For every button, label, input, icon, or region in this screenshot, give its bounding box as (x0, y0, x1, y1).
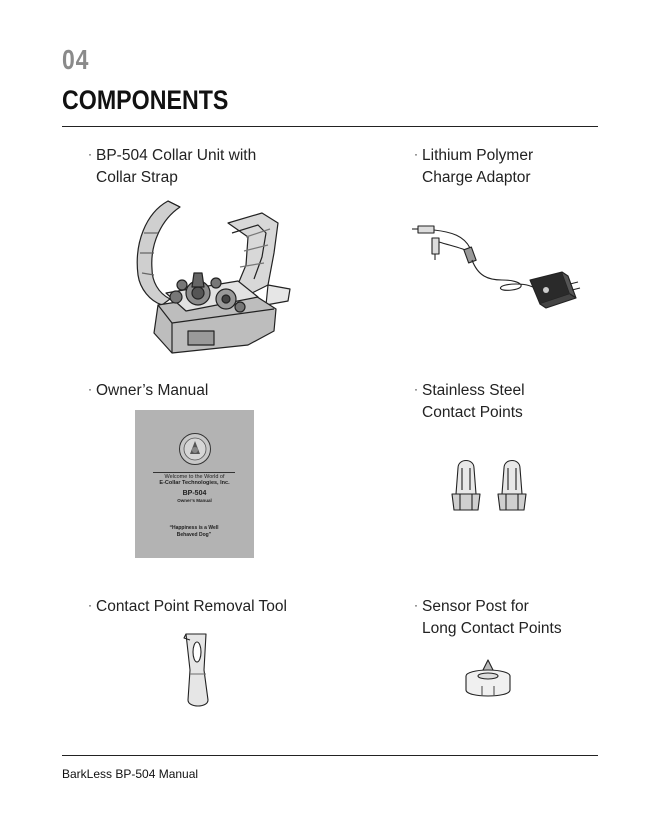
section-number: 04 (62, 44, 90, 75)
cover-model-text: BP-504 (182, 490, 207, 497)
sensor-post-illustration (465, 659, 511, 697)
component-label-sensor-post: ·Sensor Post for Long Contact Points (414, 598, 562, 637)
footer-divider (62, 755, 598, 756)
seal-icon (179, 433, 211, 465)
component-label-charge-adaptor: ·Lithium Polymer Charge Adaptor (414, 147, 534, 186)
cover-divider (153, 472, 235, 473)
collar-unit-illustration (136, 200, 291, 354)
charge-adaptor-illustration (412, 225, 581, 309)
contact-points-illustration (451, 459, 527, 511)
component-label-removal-tool: ·Contact Point Removal Tool (88, 598, 287, 615)
cover-welcome-text: Welcome to the World of (164, 474, 225, 480)
owners-manual-illustration: Welcome to the World of E-Collar Technol… (135, 410, 254, 558)
cover-slogan-text: “Happiness is a Well Behaved Dog” (169, 525, 219, 538)
component-label-owners-manual: ·Owner’s Manual (88, 382, 209, 399)
component-label-contact-points: ·Stainless Steel Contact Points (414, 382, 525, 421)
removal-tool-illustration (183, 633, 209, 707)
cover-company-text: E-Collar Technologies, Inc. (159, 480, 230, 486)
page-title: COMPONENTS (62, 85, 229, 115)
cover-manual-text: Owner’s Manual (177, 498, 212, 503)
header-divider (62, 126, 598, 127)
footer-text: BarkLess BP-504 Manual (62, 767, 199, 781)
component-label-collar-unit: ·BP-504 Collar Unit with Collar Strap (88, 147, 257, 186)
